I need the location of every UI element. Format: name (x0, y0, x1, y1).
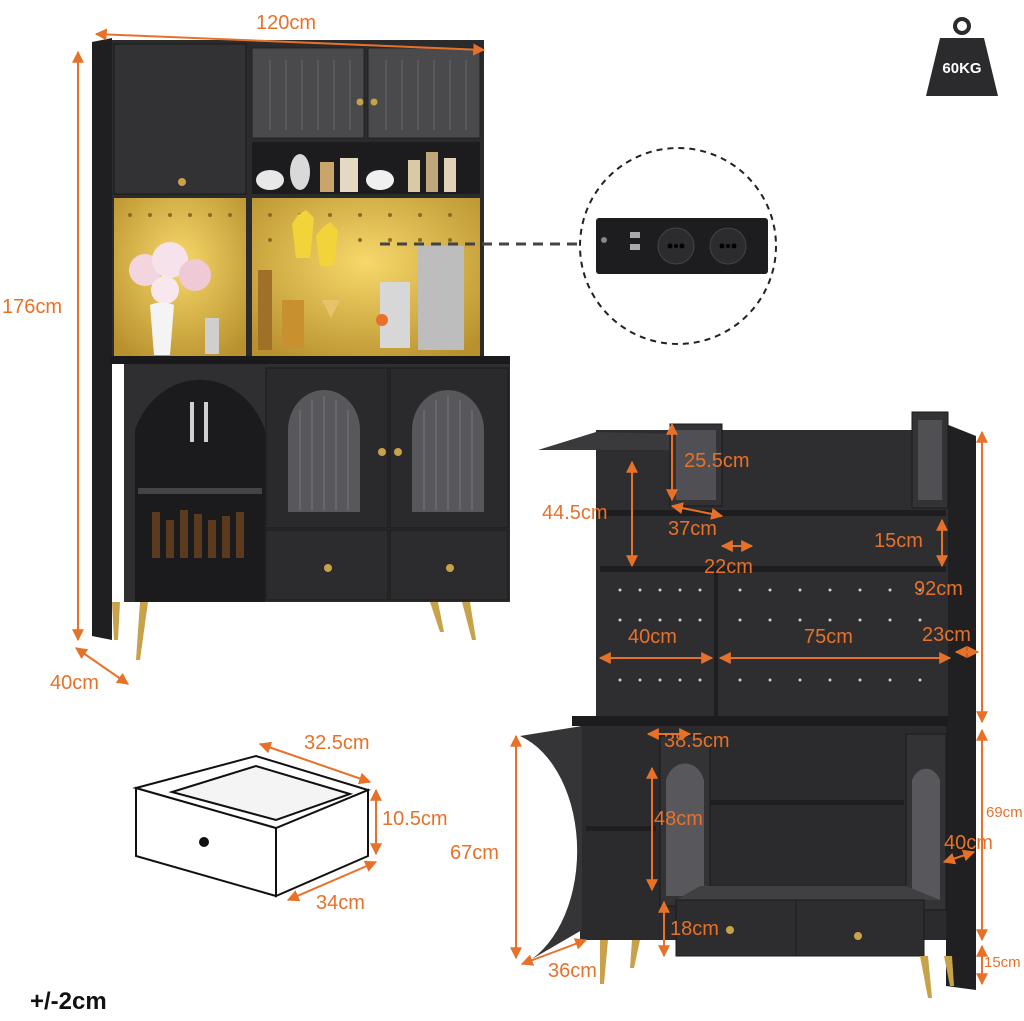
drawer-dimension-lines (258, 741, 382, 902)
dim-door-depth: 40cm (944, 832, 993, 854)
dim-drawer-height: 10.5cm (382, 808, 448, 830)
dim-hutch-height: 92cm (914, 578, 963, 600)
dim-shelf-gap: 15cm (874, 530, 923, 552)
dim-divider: 22cm (704, 556, 753, 578)
dim-width: 120cm (256, 12, 317, 34)
cabinet-open-view (520, 411, 976, 998)
dim-depth: 40cm (50, 672, 99, 694)
weight-label: 60KG (942, 60, 982, 77)
dim-top-door: 25.5cm (684, 450, 750, 472)
dim-drawer-depth: 34cm (316, 892, 365, 914)
dim-left-section: 40cm (628, 626, 677, 648)
dim-base-height: 69cm (986, 804, 1023, 821)
socket-zoom (380, 147, 777, 345)
knob-icon (178, 178, 186, 186)
dim-leg-height: 15cm (984, 954, 1021, 971)
dim-shelf-width: 37cm (668, 518, 717, 540)
dim-lower-height: 67cm (450, 842, 499, 864)
weight-badge: 60KG (926, 16, 998, 98)
dim-drawer-width: 32.5cm (304, 732, 370, 754)
dim-upper-section: 44.5cm (542, 502, 608, 524)
usb-port-icon (630, 232, 640, 238)
weight-icon (926, 17, 998, 96)
dim-side-depth: 23cm (922, 624, 971, 646)
cabinet-front-view (92, 38, 510, 660)
dim-height: 176cm (2, 296, 63, 318)
tolerance-note: +/-2cm (30, 988, 107, 1015)
dim-pegboard-width: 75cm (804, 626, 853, 648)
dim-inner-height: 48cm (654, 808, 703, 830)
dim-leg-width: 36cm (548, 960, 597, 982)
front-dimension-lines (72, 28, 486, 685)
drawer-sketch (132, 754, 371, 898)
open-view-dimension-lines (510, 422, 988, 986)
dim-lower-compartment: 38.5cm (664, 730, 730, 752)
dim-drawer-front: 18cm (670, 918, 719, 940)
